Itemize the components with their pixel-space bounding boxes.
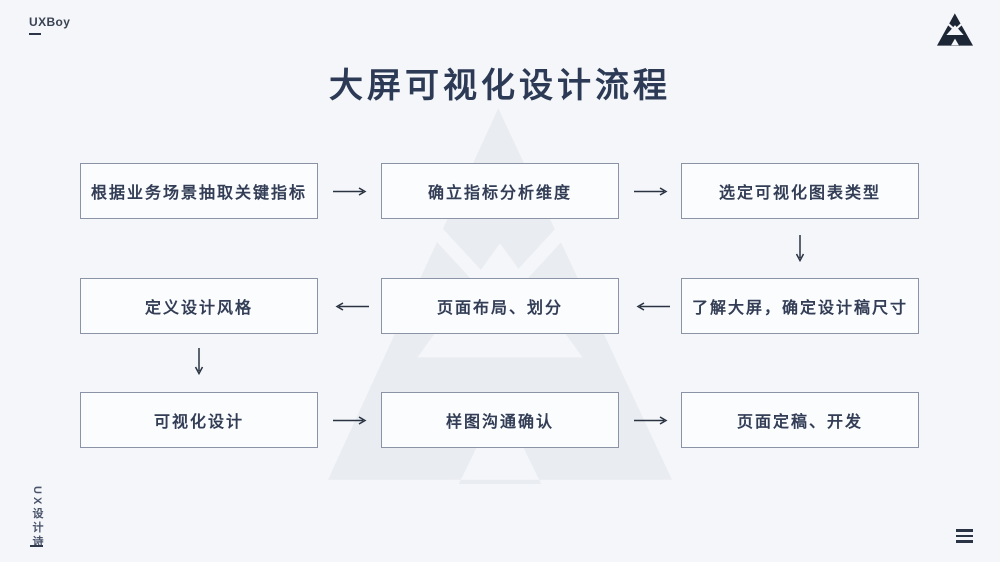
flow-step-6: 定义设计风格 bbox=[80, 278, 318, 334]
flow-step-1-label: 根据业务场景抽取关键指标 bbox=[90, 185, 307, 202]
flow-step-1: 根据业务场景抽取关键指标 bbox=[80, 163, 318, 219]
flow-step-8: 样图沟通确认 bbox=[381, 392, 619, 448]
flow-step-3-label: 选定可视化图表类型 bbox=[718, 185, 881, 202]
flow-step-7: 可视化设计 bbox=[80, 392, 318, 448]
flow-step-4: 了解大屏，确定设计稿尺寸 bbox=[681, 278, 919, 334]
flow-step-2: 确立指标分析维度 bbox=[381, 163, 619, 219]
flow-step-5-label: 页面布局、划分 bbox=[436, 300, 563, 317]
flow-step-7-label: 可视化设计 bbox=[153, 414, 244, 431]
brand-text: UXBoy bbox=[29, 15, 71, 29]
flow-step-6-label: 定义设计风格 bbox=[144, 300, 253, 317]
flow-step-8-label: 样图沟通确认 bbox=[445, 414, 554, 431]
vertical-brand-dash bbox=[30, 545, 43, 547]
arrow-down-icon bbox=[193, 347, 205, 376]
arrow-left-icon bbox=[332, 301, 370, 312]
arrow-left-icon bbox=[633, 301, 671, 312]
brand-dash bbox=[29, 33, 41, 35]
arrow-right-icon bbox=[633, 415, 671, 426]
vertical-brand-text: UX设计诗 bbox=[31, 486, 43, 550]
flow-step-2-label: 确立指标分析维度 bbox=[427, 185, 572, 202]
triangle-a-logo-icon bbox=[937, 13, 973, 46]
hamburger-menu-icon[interactable] bbox=[953, 527, 975, 545]
flow-step-9: 页面定稿、开发 bbox=[681, 392, 919, 448]
arrow-right-icon bbox=[332, 186, 370, 197]
flow-step-5: 页面布局、划分 bbox=[381, 278, 619, 334]
arrow-right-icon bbox=[332, 415, 370, 426]
flow-step-9-label: 页面定稿、开发 bbox=[736, 414, 863, 431]
flow-step-3: 选定可视化图表类型 bbox=[681, 163, 919, 219]
flow-step-4-label: 了解大屏，确定设计稿尺寸 bbox=[691, 300, 908, 317]
arrow-right-icon bbox=[633, 186, 671, 197]
page-title: 大屏可视化设计流程 bbox=[329, 67, 671, 105]
arrow-down-icon bbox=[794, 234, 806, 263]
